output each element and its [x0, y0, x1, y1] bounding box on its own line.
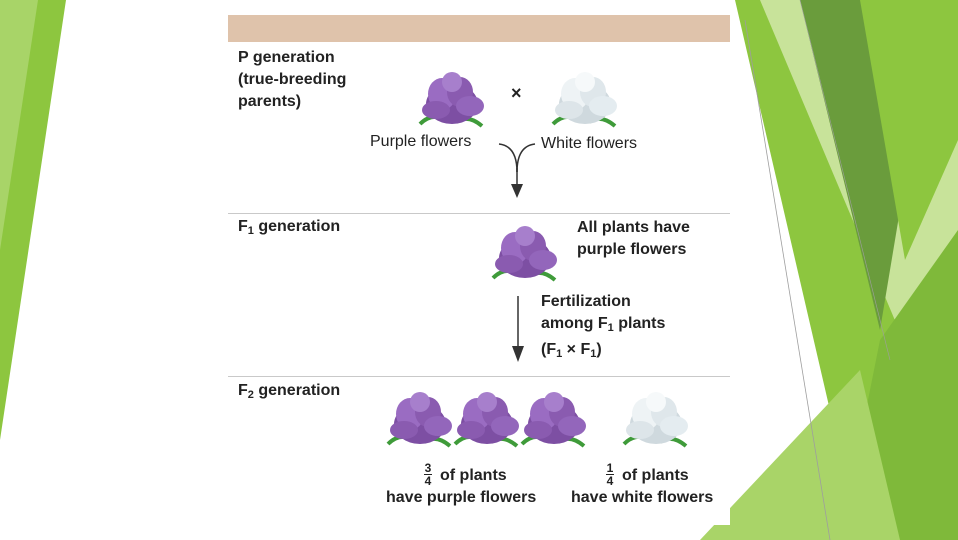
white-flower-icon [551, 70, 619, 128]
p-generation-label: P generation (true-breeding parents) [238, 47, 346, 113]
left-light-stripe [0, 0, 38, 250]
white-flowers-label: White flowers [541, 135, 638, 152]
f1-purple-flower-icon [491, 224, 559, 282]
right-bottom-light [700, 370, 900, 540]
p-generation-line3: parents) [238, 93, 302, 110]
cross-arrow [498, 143, 536, 198]
fertilization-arrow [512, 296, 524, 362]
separator-f1-f2 [228, 376, 730, 377]
f2-purple-flower-icon [520, 390, 588, 448]
purple-fraction-line2: have purple flowers [386, 489, 537, 506]
f1-generation-label: F1 generation [238, 218, 341, 237]
header-bar [228, 15, 730, 42]
purple-flower-icon [418, 70, 486, 128]
f2-white-flower-icon [622, 390, 690, 448]
f1-result-label: All plants have purple flowers [577, 219, 690, 258]
purple-flowers-label: Purple flowers [370, 133, 472, 150]
thin-guide-line-2 [799, 0, 891, 361]
f2-generation-label: F2 generation [238, 382, 341, 401]
p-generation-line1: P generation [238, 49, 335, 66]
thin-guide-line [744, 19, 831, 540]
cross-symbol: × [511, 83, 522, 103]
white-fraction-text: of plants [622, 467, 689, 484]
purple-fraction-text: of plants [440, 467, 507, 484]
fertilization-label: Fertilization among F1 plants (F1 × F1) [541, 293, 666, 360]
right-mid-panel [860, 0, 958, 260]
separator-p-f1 [228, 213, 730, 214]
white-fraction-line2: have white flowers [571, 489, 714, 506]
p-generation-line2: (true-breeding [238, 71, 347, 88]
